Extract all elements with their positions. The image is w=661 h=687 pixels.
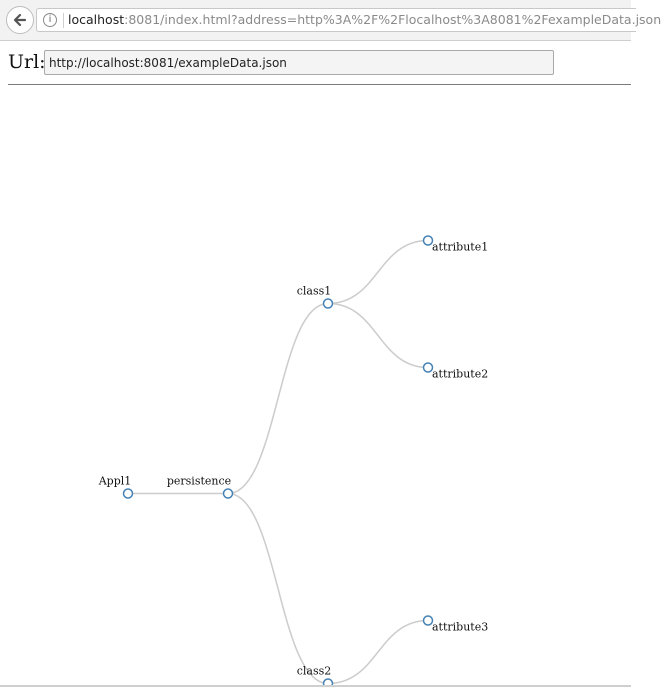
node-label-attribute3: attribute3: [432, 621, 488, 634]
node-circle[interactable]: [422, 362, 434, 373]
tree-nodes: Appl1 persistence class1 attribute1 attribut…: [98, 235, 489, 687]
address-divider: [63, 13, 64, 28]
node-label-class1: class1: [297, 285, 332, 298]
tree-links: [128, 239, 429, 685]
tree-node-attribute2[interactable]: attribute2: [422, 362, 489, 381]
tree-node-attribute1[interactable]: attribute1: [422, 235, 489, 254]
node-label-attribute1: attribute1: [432, 241, 488, 254]
back-arrow-icon: [13, 13, 27, 27]
url-input[interactable]: [44, 50, 554, 75]
url-label: Url:: [8, 51, 46, 73]
browser-toolbar: i localhost:8081/index.html?address=http…: [0, 0, 661, 41]
tree-diagram: Appl1 persistence class1 attribute1 attribut…: [98, 235, 489, 687]
node-label-appl1: Appl1: [98, 475, 132, 488]
tree-link-attribute2: [327, 302, 429, 369]
address-text[interactable]: localhost:8081/index.html?address=http%3…: [68, 12, 661, 28]
tree-link-attribute1: [327, 239, 429, 305]
tree-link-class2: [227, 492, 329, 685]
tree-link-attribute3: [327, 619, 429, 685]
node-circle[interactable]: [422, 615, 434, 626]
node-label-persistence: persistence: [167, 475, 231, 488]
window-bottom-border: [0, 685, 631, 687]
node-circle[interactable]: [422, 235, 434, 246]
tree-node-persistence[interactable]: persistence: [167, 475, 234, 499]
tree-node-class1[interactable]: class1: [297, 285, 334, 309]
tree-link-class1: [227, 302, 329, 495]
tree-node-appl1[interactable]: Appl1: [98, 475, 134, 499]
tree-node-attribute3[interactable]: attribute3: [422, 615, 489, 634]
tree-node-class2[interactable]: class2: [297, 665, 334, 687]
node-label-attribute2: attribute2: [432, 368, 488, 381]
divider-line: [8, 84, 631, 85]
info-icon[interactable]: i: [43, 13, 57, 27]
node-label-class2: class2: [297, 665, 332, 678]
address-path: :8081/index.html?address=http%3A%2F%2Flo…: [124, 12, 661, 27]
address-bar[interactable]: i localhost:8081/index.html?address=http…: [36, 8, 661, 32]
node-circle[interactable]: [122, 488, 134, 499]
address-host: localhost: [68, 12, 125, 27]
back-button[interactable]: [6, 6, 34, 34]
node-circle[interactable]: [322, 298, 334, 309]
node-circle[interactable]: [222, 488, 234, 499]
